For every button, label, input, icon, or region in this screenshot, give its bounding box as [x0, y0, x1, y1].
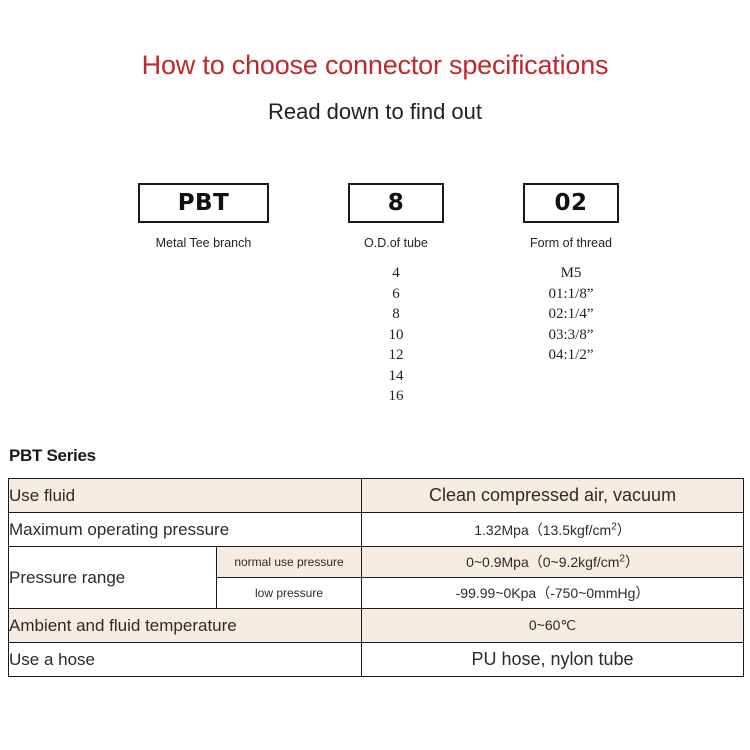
spec-value-superscript: 2 [619, 553, 625, 565]
code-option: 01:1/8” [548, 285, 594, 302]
code-options-od: 4 6 8 10 12 14 16 [348, 263, 444, 407]
spec-section-title: PBT Series [9, 446, 96, 465]
code-caption-series: Metal Tee branch [155, 236, 252, 250]
code-breakdown-diagram: PBT Metal Tee branch 8 O.D.of tube 4 6 8 10… [0, 183, 750, 423]
spec-sublabel: normal use pressure [215, 546, 363, 578]
code-options-thread: M5 01:1/8” 02:1/4” 03:3/8” 04:1/2” [523, 263, 619, 366]
spec-value-superscript: 2 [611, 520, 617, 532]
spec-value: 0~60℃ [361, 608, 745, 643]
spec-label: Maximum operating pressure [7, 512, 363, 547]
code-option: 04:1/2” [548, 347, 594, 363]
page-title: How to choose connector specifications [141, 50, 609, 80]
code-option: 12 [388, 347, 404, 363]
spec-table-row: low pressure-99.99~0Kpa（-750~0mmHg） [9, 577, 745, 609]
page-subtitle: Read down to find out [267, 99, 483, 124]
spec-label: Pressure range [8, 546, 217, 609]
code-column-thread: 02 Form of thread M5 01:1/8” 02:1/4” 03:3/8… [523, 183, 619, 366]
code-column-series: PBT Metal Tee branch [138, 183, 269, 263]
code-box-od-value: 8 [387, 190, 405, 216]
spec-label: Use a hose [7, 642, 363, 677]
code-option: 02:1/4” [548, 306, 594, 322]
code-option: 14 [388, 367, 404, 384]
spec-label: Use fluid [7, 478, 363, 513]
spec-value: PU hose, nylon tube [361, 642, 745, 677]
code-option: 03:3/8” [548, 326, 594, 343]
code-box-series-value: PBT [177, 190, 230, 216]
code-caption-thread: Form of thread [530, 236, 612, 250]
spec-value: Clean compressed air, vacuum [361, 478, 745, 513]
code-box-series: PBT [138, 183, 269, 223]
code-option: M5 [560, 265, 582, 281]
code-box-thread-value: 02 [554, 190, 588, 216]
spec-value: -99.99~0Kpa（-750~0mmHg） [361, 577, 745, 609]
spec-value: 0~0.9Mpa（0~9.2kgf/cm2） [361, 546, 745, 578]
code-box-od: 8 [348, 183, 444, 223]
code-option: 4 [392, 265, 400, 281]
code-option: 6 [392, 285, 400, 302]
code-option: 16 [388, 388, 404, 404]
code-column-od: 8 O.D.of tube 4 6 8 10 12 14 16 [348, 183, 444, 407]
spec-label: Ambient and fluid temperature [7, 608, 363, 643]
code-box-thread: 02 [523, 183, 619, 223]
code-caption-od: O.D.of tube [364, 236, 428, 250]
code-option: 8 [392, 306, 400, 322]
code-option: 10 [388, 326, 404, 343]
spec-value: 1.32Mpa（13.5kgf/cm2） [361, 512, 745, 547]
spec-sublabel: low pressure [215, 577, 363, 609]
